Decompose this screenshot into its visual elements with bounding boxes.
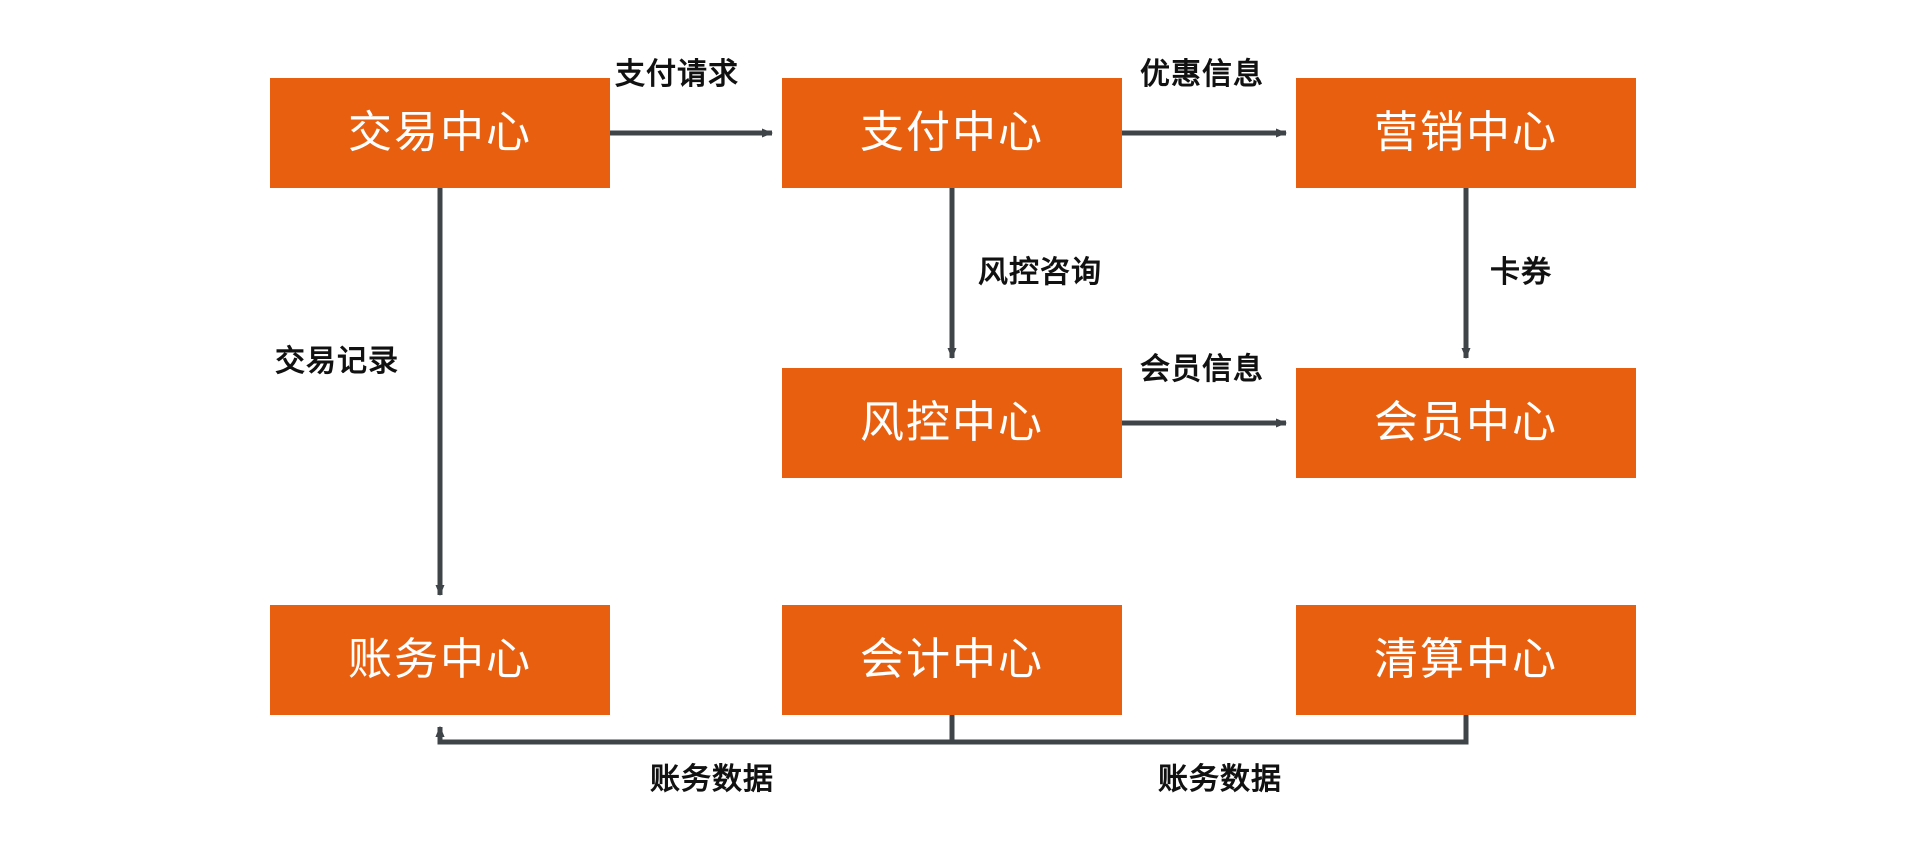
node-marketing-center[interactable]: 营销中心 [1296,78,1636,188]
node-account-center[interactable]: 账务中心 [270,605,610,715]
edge-label-coupon: 卡券 [1490,256,1552,289]
edge-label-account-data-left: 账务数据 [650,763,774,796]
node-label: 风控中心 [860,398,1044,447]
node-label: 会员中心 [1374,398,1558,447]
connector-clearing-to-account [435,715,1469,745]
node-label: 会计中心 [860,635,1044,684]
edge-label-riskcontrol-consult: 风控咨询 [978,256,1102,289]
connector-accounting-to-account [435,715,955,745]
node-label: 交易中心 [348,108,532,157]
node-accounting-center[interactable]: 会计中心 [782,605,1122,715]
edge-label-trade-record: 交易记录 [275,345,399,378]
edge-label-payment-request: 支付请求 [615,58,739,91]
node-label: 支付中心 [860,108,1044,157]
node-clearing-center[interactable]: 清算中心 [1296,605,1636,715]
node-label: 清算中心 [1374,635,1558,684]
node-riskcontrol-center[interactable]: 风控中心 [782,368,1122,478]
edge-label-promotion-info: 优惠信息 [1140,58,1264,91]
node-label: 账务中心 [348,635,532,684]
edge-label-account-data-right: 账务数据 [1158,763,1282,796]
node-trade-center[interactable]: 交易中心 [270,78,610,188]
node-member-center[interactable]: 会员中心 [1296,368,1636,478]
edge-label-member-info: 会员信息 [1140,353,1264,386]
node-label: 营销中心 [1374,108,1558,157]
node-payment-center[interactable]: 支付中心 [782,78,1122,188]
